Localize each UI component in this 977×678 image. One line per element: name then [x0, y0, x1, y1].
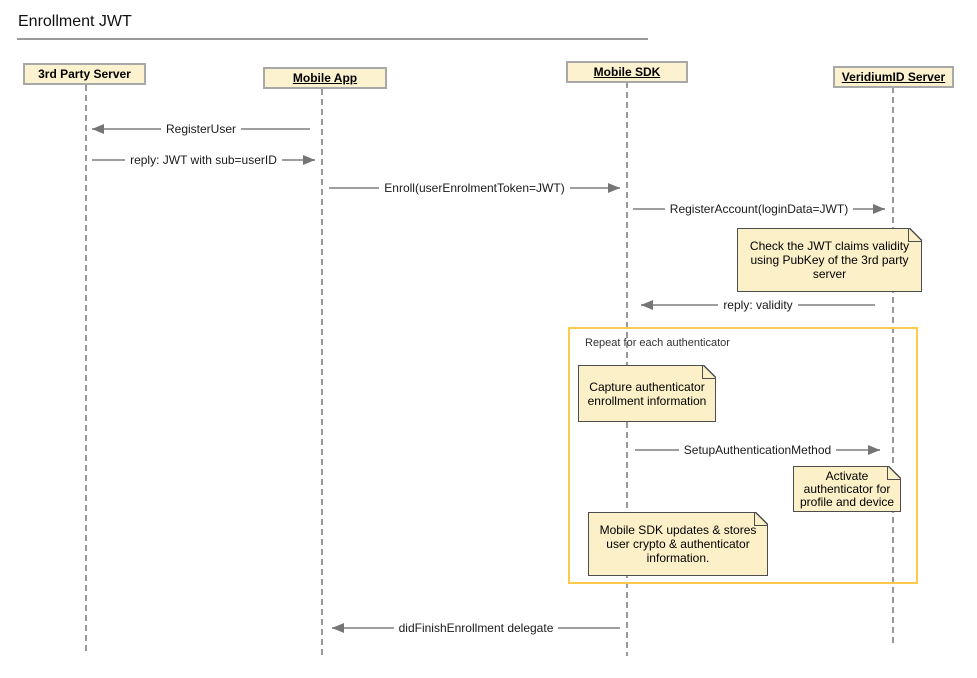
message-did-finish-enrollment: didFinishEnrollment delegate: [332, 621, 620, 635]
note-text: Check the JWT claims validity using PubK…: [749, 239, 910, 281]
participant-label: Mobile SDK: [593, 65, 661, 79]
repeat-frame: Repeat for each authenticator: [568, 327, 918, 584]
message-register-user: RegisterUser: [92, 122, 310, 136]
participant-label: 3rd Party Server: [38, 67, 131, 81]
lifeline-3rd-party-server: [85, 85, 87, 655]
note-text: Activate authenticator for profile and d…: [799, 468, 895, 509]
message-register-account: RegisterAccount(loginData=JWT): [633, 202, 885, 216]
arrowhead-left-icon: [92, 124, 104, 134]
message-label: RegisterAccount(loginData=JWT): [664, 202, 854, 216]
message-label: didFinishEnrollment delegate: [393, 621, 559, 635]
note-activate-authenticator: Activate authenticator for profile and d…: [793, 466, 901, 512]
participant-veridiumid-server: VeridiumID Server: [833, 66, 954, 88]
arrowhead-left-icon: [332, 623, 344, 633]
message-reply-jwt: reply: JWT with sub=userID: [92, 153, 315, 167]
lifeline-mobile-app: [321, 89, 323, 658]
note-mobile-sdk-updates: Mobile SDK updates & stores user crypto …: [588, 512, 768, 576]
note-capture-authenticator: Capture authenticator enrollment informa…: [578, 365, 716, 422]
arrowhead-left-icon: [641, 300, 653, 310]
participant-label: Mobile App: [292, 71, 358, 85]
message-reply-validity: reply: validity: [641, 298, 875, 312]
message-label: RegisterUser: [160, 122, 242, 136]
arrowhead-right-icon: [608, 183, 620, 193]
arrowhead-right-icon: [868, 445, 880, 455]
message-enroll: Enroll(userEnrolmentToken=JWT): [329, 181, 620, 195]
note-text: Capture authenticator enrollment informa…: [587, 379, 707, 408]
note-check-jwt-claims: Check the JWT claims validity using PubK…: [737, 228, 922, 292]
message-label: Enroll(userEnrolmentToken=JWT): [379, 181, 570, 195]
page-title: Enrollment JWT: [18, 13, 132, 30]
lifeline-veridiumid-server: [892, 87, 894, 647]
message-setup-authentication-method: SetupAuthenticationMethod: [635, 443, 880, 457]
repeat-frame-label: Repeat for each authenticator: [585, 337, 730, 349]
participant-label: VeridiumID Server: [841, 70, 946, 84]
message-label: SetupAuthenticationMethod: [678, 443, 837, 457]
participant-mobile-app: Mobile App: [263, 67, 387, 89]
title-underline: [17, 38, 648, 40]
participant-mobile-sdk: Mobile SDK: [566, 61, 688, 83]
arrowhead-right-icon: [303, 155, 315, 165]
participant-3rd-party-server: 3rd Party Server: [23, 63, 146, 85]
message-label: reply: JWT with sub=userID: [125, 153, 282, 167]
arrowhead-right-icon: [873, 204, 885, 214]
message-label: reply: validity: [718, 298, 798, 312]
note-text: Mobile SDK updates & stores user crypto …: [599, 523, 757, 565]
